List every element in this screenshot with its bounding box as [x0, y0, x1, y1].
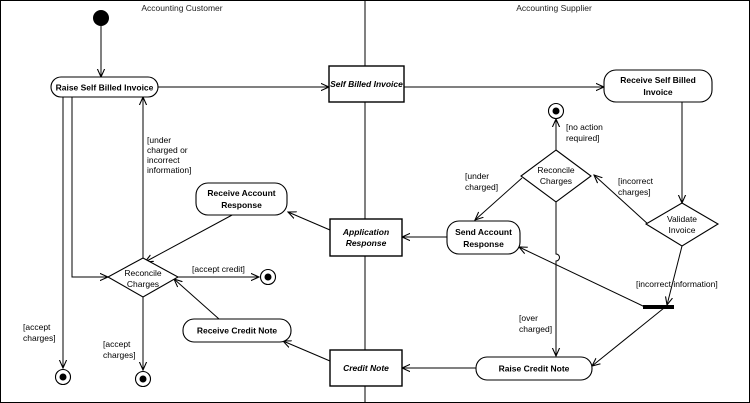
flow-over-charged [556, 202, 560, 356]
flow-credit-note-to-reconcile [174, 279, 220, 320]
decision-label-line-2: Charges [540, 176, 572, 186]
decision-label-line-1: Validate [667, 214, 697, 224]
guard-accept-charges-left: [accept charges] [23, 322, 56, 343]
guard-line: [under [147, 135, 171, 145]
flow-invoice-to-reconcile [71, 97, 108, 277]
object-label-line-2: Response [346, 238, 387, 248]
activity-send-account-response: Send Account Response [446, 220, 521, 255]
activity-label-line-1: Receive Self Billed [620, 75, 696, 85]
guard-line: charged] [465, 182, 498, 192]
activity-label: Receive Credit Note [197, 326, 278, 336]
activity-label-line-2: Response [463, 239, 504, 249]
activity-label: Raise Credit Note [499, 364, 570, 374]
activity-label: Raise Self Billed Invoice [56, 83, 154, 93]
guard-line: [accept [103, 339, 131, 349]
guard-line: charges] [103, 350, 136, 360]
guard-line: [no action [566, 122, 603, 132]
activity-label-line-1: Send Account [455, 227, 512, 237]
object-label-line-1: Application [342, 227, 389, 237]
fork-bar [643, 305, 674, 309]
decision-label-line-1: Reconcile [124, 268, 162, 278]
final-node-accept-charges-left [54, 368, 72, 386]
activity-receive-credit-note: Receive Credit Note [182, 318, 292, 343]
guard-line: [under [465, 171, 489, 181]
guard-line: charged or [147, 145, 188, 155]
decision-label-line-1: Reconcile [537, 165, 575, 175]
activity-label-line-2: Response [221, 200, 262, 210]
guard-accept-credit: [accept credit] [192, 264, 245, 274]
activity-label-line-2: Invoice [643, 87, 673, 97]
guard-under-charged-or-incorrect: [under charged or incorrect information] [147, 135, 191, 175]
guard-incorrect-information: [incorrect information] [636, 279, 718, 289]
control-flows [63, 26, 682, 370]
decision-label-line-2: Invoice [669, 225, 696, 235]
activity-raise-credit-note: Raise Credit Note [475, 356, 593, 381]
guard-line: required] [566, 133, 600, 143]
lane-header-customer: Accounting Customer [141, 3, 222, 13]
final-node-accept-credit [259, 268, 277, 286]
flow-to-receive-credit-note [283, 341, 331, 362]
guard-under-charged: [under charged] [465, 171, 498, 192]
decision-validate-invoice: Validate Invoice [644, 202, 720, 247]
guard-over-charged: [over charged] [519, 313, 552, 334]
guard-line: charged] [519, 324, 552, 334]
flow-fork-to-raise-credit [592, 307, 665, 366]
guard-no-action-required: [no action required] [566, 122, 603, 143]
guard-line: incorrect [147, 155, 180, 165]
activity-receive-account-response: Receive Account Response [195, 182, 288, 216]
guard-incorrect-charges: [incorrect charges] [618, 176, 654, 197]
activity-receive-self-billed-invoice: Receive Self Billed Invoice [603, 69, 713, 103]
flow-incorrect-information [667, 245, 683, 305]
flow-to-receive-account-response [288, 212, 331, 231]
guard-accept-charges-mid: [accept charges] [103, 339, 136, 360]
object-label: Self Billed Invoice [330, 79, 403, 89]
guard-line: [incorrect [618, 176, 654, 186]
final-node-accept-charges-mid [134, 370, 152, 388]
initial-node [93, 10, 109, 26]
flow-fork-to-send [519, 247, 646, 308]
lane-header-supplier: Accounting Supplier [516, 3, 592, 13]
activity-label-line-1: Receive Account [207, 188, 275, 198]
object-credit-note: Credit Note [329, 349, 403, 387]
decision-label-line-2: Charges [127, 279, 159, 289]
decision-reconcile-charges-supplier: Reconcile Charges [520, 149, 592, 203]
decision-reconcile-charges-customer: Reconcile Charges [106, 257, 180, 298]
object-self-billed-invoice: Self Billed Invoice [328, 65, 405, 103]
flow-incorrect-charges [594, 175, 650, 226]
guard-line: [over [519, 313, 538, 323]
activity-raise-self-billed-invoice: Raise Self Billed Invoice [50, 76, 159, 98]
flow-account-response-to-reconcile [145, 213, 235, 262]
flow-under-charged [475, 177, 523, 220]
final-node-no-action [547, 102, 565, 120]
object-label: Credit Note [343, 363, 389, 373]
object-application-response: Application Response [329, 218, 403, 257]
guard-line: charges] [23, 333, 56, 343]
guard-line: [accept [23, 322, 51, 332]
guard-line: information] [147, 165, 191, 175]
guard-line: charges] [618, 187, 651, 197]
